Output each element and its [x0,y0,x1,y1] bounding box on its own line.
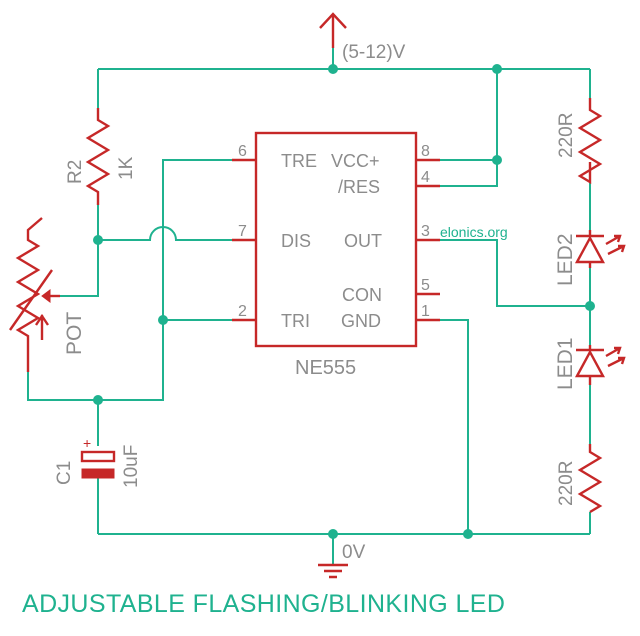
junction-ground [328,529,338,539]
led2 [574,230,626,268]
supply-symbol [319,12,347,48]
junction-vcc-res [492,155,502,165]
junction-cap [93,395,103,405]
ground-symbol [318,563,348,579]
resistor-r2 [85,108,111,205]
resistor-bottom [577,444,603,514]
c1-value: 10uF [121,445,142,488]
wires [27,30,591,565]
supply-label: (5-12)V [342,42,406,63]
wire-out [418,239,590,307]
ic-ne555 [232,131,440,348]
diagram-title: ADJUSTABLE FLASHING/BLINKING LED [22,590,505,618]
pin-number-tri: 2 [238,303,247,320]
junction-vcc [492,64,502,74]
pin-number-res: 4 [421,169,430,186]
junction-gnd-pin [463,529,473,539]
r-bottom-value: 220R [556,461,577,506]
pin-label-con: CON [342,285,382,305]
wire-dis [98,226,252,241]
pin-number-dis: 7 [238,223,247,240]
potentiometer [9,217,60,372]
pin-label-res: /RES [338,177,380,197]
r2-value: 1K [116,156,137,180]
pin-number-tre: 6 [238,143,247,160]
c1-name: C1 [54,461,75,485]
wire-gnd [418,319,469,534]
wire-tre-tri [98,159,252,401]
junction-supply [328,64,338,74]
pin-label-gnd: GND [341,311,381,331]
junction-led-mid [585,301,595,311]
watermark: elonics.org [440,224,508,240]
c1-polarity: + [83,435,91,451]
ic-name: NE555 [295,357,356,379]
led1-name: LED1 [554,337,577,390]
junction-r2-dis [93,235,103,245]
junctions [93,64,595,539]
pin-label-tri: TRI [281,311,310,331]
pot-name: POT [63,312,86,355]
junction-tri [158,315,168,325]
pin-label-vcc: VCC+ [331,151,380,171]
pin-label-dis: DIS [281,231,311,251]
pin-number-out: 3 [421,223,430,240]
led1 [574,345,626,385]
wire-pot-bottom [27,372,98,401]
pin-label-tre: TRE [281,151,317,171]
resistor-top [577,98,603,185]
led2-name: LED2 [554,233,577,286]
wire-vcc-res [418,69,498,187]
wire-r2-bot [60,205,99,297]
r2-name: R2 [65,160,86,184]
pin-number-vcc: 8 [421,143,430,160]
r-top-value: 220R [556,113,577,158]
pin-number-con: 5 [421,277,430,294]
pin-number-gnd: 1 [421,303,430,320]
pin-label-out: OUT [344,231,382,251]
ground-label: 0V [342,542,366,563]
capacitor-c1 [80,450,116,479]
